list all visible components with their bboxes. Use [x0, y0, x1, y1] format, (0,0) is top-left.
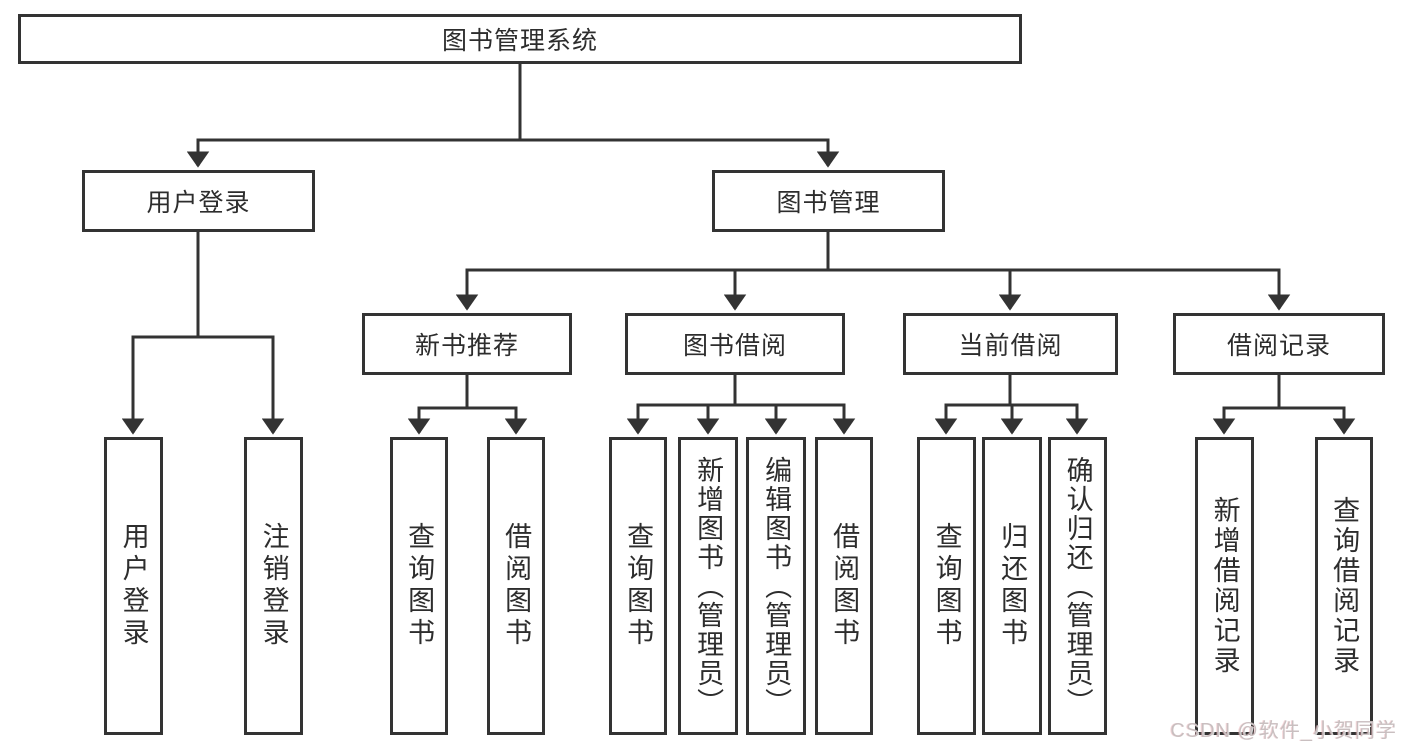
leaf-query-books-3: 查询图书	[917, 437, 976, 735]
node-current-borrow: 当前借阅	[903, 313, 1118, 375]
edge-root-to-book-mgmt	[518, 64, 840, 168]
leaf-return-books-label: 归还图书	[997, 522, 1028, 650]
node-book-borrow-label: 图书借阅	[682, 332, 787, 360]
node-book-borrow: 图书借阅	[625, 313, 845, 375]
node-new-books: 新书推荐	[362, 313, 572, 375]
edge-user-login-to-leaf1	[121, 232, 200, 435]
node-root: 图书管理系统	[18, 14, 1022, 64]
leaf-borrow-books-2-label: 借阅图书	[829, 522, 860, 650]
node-new-books-label: 新书推荐	[414, 332, 519, 360]
leaf-add-books-admin: 新增图书（管理员）	[678, 437, 738, 735]
leaf-query-books-2: 查询图书	[609, 437, 667, 735]
edge-new-books-to-leaf1	[407, 375, 469, 435]
leaf-query-books-2-label: 查询图书	[623, 522, 654, 650]
node-user-login: 用户登录	[82, 170, 315, 232]
leaf-return-books: 归还图书	[982, 437, 1042, 735]
node-borrow-records: 借阅记录	[1173, 313, 1385, 375]
edge-book-borrow-to-leaf2	[696, 375, 737, 435]
node-borrow-records-label: 借阅记录	[1226, 332, 1331, 360]
leaf-borrow-books-1: 借阅图书	[487, 437, 545, 735]
edge-new-books-to-leaf2	[465, 375, 528, 435]
node-root-label: 图书管理系统	[441, 27, 598, 55]
edge-current-borrow-to-leaf3	[1008, 375, 1089, 435]
leaf-confirm-return-admin-label: 确认归还（管理员）	[1062, 455, 1093, 717]
edge-borrow-records-to-leaf2	[1277, 375, 1356, 435]
leaf-edit-books-admin: 编辑图书（管理员）	[746, 437, 806, 735]
leaf-borrow-books-1-label: 借阅图书	[501, 522, 532, 650]
node-current-borrow-label: 当前借阅	[958, 332, 1063, 360]
edge-book-mgmt-to-borrow-records	[826, 232, 1291, 311]
edge-root-to-user-login	[186, 64, 522, 168]
leaf-add-borrow-record-label: 新增借阅记录	[1209, 496, 1240, 676]
leaf-query-books-1-label: 查询图书	[404, 522, 435, 650]
leaf-query-borrow-record-label: 查询借阅记录	[1329, 496, 1360, 676]
leaf-logout-label: 注销登录	[258, 522, 289, 650]
leaf-user-login-label: 用户登录	[118, 522, 149, 650]
leaf-add-books-admin-label: 新增图书（管理员）	[693, 455, 724, 717]
leaf-confirm-return-admin: 确认归还（管理员）	[1048, 437, 1107, 735]
leaf-edit-books-admin-label: 编辑图书（管理员）	[761, 455, 792, 717]
leaf-borrow-books-2: 借阅图书	[815, 437, 873, 735]
leaf-query-borrow-record: 查询借阅记录	[1315, 437, 1373, 735]
leaf-logout: 注销登录	[244, 437, 303, 735]
edge-book-mgmt-to-book-borrow	[723, 232, 830, 311]
leaf-user-login: 用户登录	[104, 437, 163, 735]
node-book-mgmt-label: 图书管理	[776, 189, 881, 217]
edge-user-login-to-leaf2	[196, 232, 285, 435]
leaf-query-books-3-label: 查询图书	[931, 522, 962, 650]
leaf-add-borrow-record: 新增借阅记录	[1195, 437, 1254, 735]
edge-current-borrow-to-leaf1	[934, 375, 1012, 435]
edge-book-borrow-to-leaf4	[733, 375, 856, 435]
node-book-mgmt: 图书管理	[712, 170, 945, 232]
leaf-query-books-1: 查询图书	[390, 437, 448, 735]
node-user-login-label: 用户登录	[146, 189, 251, 217]
edge-borrow-records-to-leaf1	[1212, 375, 1281, 435]
